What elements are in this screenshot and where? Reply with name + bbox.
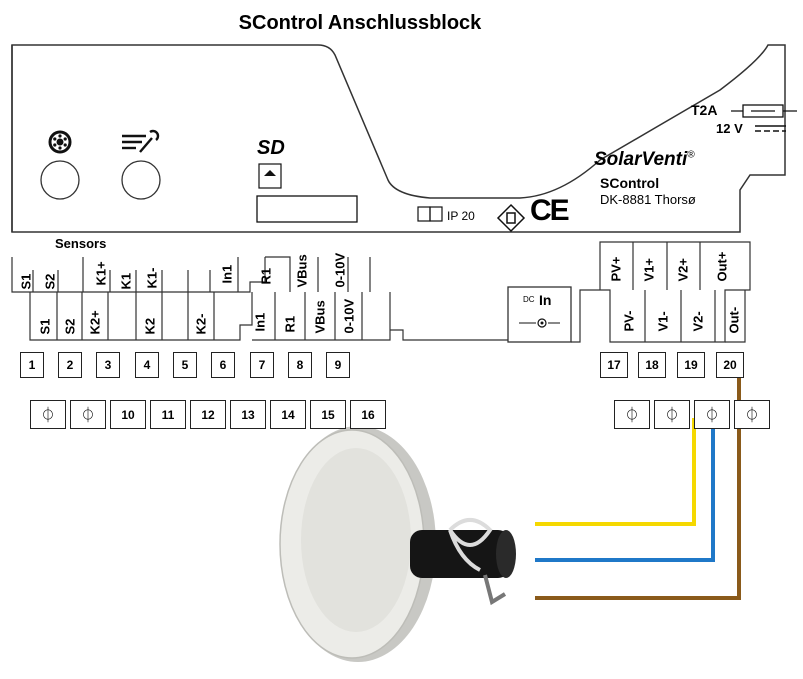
terminal: 13 (230, 400, 266, 429)
gear-icon (48, 130, 72, 154)
manual-icon (417, 206, 443, 222)
dc-prefix: DC (523, 295, 535, 304)
brand-address: DK-8881 Thorsø (600, 192, 696, 207)
lower-label-vbus: VBus (312, 300, 328, 334)
upper-label-vbus: VBus (294, 254, 310, 288)
upper-label-r1: R1 (258, 267, 274, 285)
terminal: 9 (326, 352, 350, 378)
terminal: 4 (135, 352, 159, 378)
upper-label-0-10v: 0-10V (332, 252, 348, 288)
terminal: 8 (288, 352, 312, 378)
terminal: 19 (677, 352, 705, 378)
upper-label-s2: S2 (42, 273, 58, 290)
terminal: 18 (638, 352, 666, 378)
sd-label: SD (257, 137, 285, 159)
terminal: 12 (190, 400, 226, 429)
vent-cable-coil (448, 518, 493, 572)
sd-card-icon (258, 163, 282, 189)
right-lower-v2-minus: V2- (690, 311, 706, 332)
lower-label-s1: S1 (37, 318, 53, 335)
terminal: 2 (58, 352, 82, 378)
right-upper-v1-plus: V1+ (641, 258, 657, 282)
upper-label-k1minus: K1- (144, 267, 160, 289)
yellow-wire (535, 418, 696, 526)
fuse-voltage: 12 V (716, 121, 743, 136)
right-lower-out-minus: Out- (726, 306, 742, 334)
terminal: 3 (96, 352, 120, 378)
lower-label-in1: In1 (252, 312, 268, 332)
fuse-label: T2A (691, 102, 718, 118)
terminal-ground: ⏀ (614, 400, 650, 429)
right-upper-out-plus: Out+ (714, 251, 730, 282)
brand-name: SolarVenti® (594, 149, 695, 170)
diagram-title: SControl Anschlussblock (238, 12, 482, 34)
lower-label-k2: K2 (142, 317, 158, 335)
terminal: 17 (600, 352, 628, 378)
upper-label-s1: S1 (18, 273, 34, 290)
lower-label-r1: R1 (282, 315, 298, 333)
right-upper-pv-plus: PV+ (608, 256, 624, 282)
brand-model: SControl (600, 175, 660, 191)
lower-label-k2minus: K2- (193, 313, 209, 335)
terminal: 5 (173, 352, 197, 378)
terminal: 20 (716, 352, 744, 378)
upper-label-k1plus: K1+ (93, 261, 109, 286)
terminal-ground: ⏀ (694, 400, 730, 429)
dc-in-label: In (539, 292, 552, 308)
terminal-ground: ⏀ (70, 400, 106, 429)
right-button (121, 160, 161, 200)
terminal-ground: ⏀ (734, 400, 770, 429)
lower-label-s2: S2 (62, 318, 78, 335)
right-lower-v1-minus: V1- (655, 311, 671, 332)
terminal: 7 (250, 352, 274, 378)
right-upper-v2-plus: V2+ (675, 258, 691, 282)
lower-label-k2plus: K2+ (87, 310, 103, 335)
upper-label-k1: K1 (118, 272, 134, 290)
ip-rating: IP 20 (447, 209, 475, 223)
menu-settings-icon (122, 129, 160, 153)
terminal: 14 (270, 400, 306, 429)
blue-wire (535, 418, 715, 562)
lower-label-0-10v: 0-10V (341, 298, 357, 334)
terminal: 10 (110, 400, 146, 429)
terminal-ground: ⏀ (30, 400, 66, 429)
terminal-ground: ⏀ (654, 400, 690, 429)
brown-wire (535, 366, 741, 600)
terminal: 6 (211, 352, 235, 378)
terminal: 15 (310, 400, 346, 429)
ce-mark: CE (530, 194, 570, 227)
upper-label-in1: In1 (219, 264, 235, 284)
sd-slot (256, 195, 358, 223)
housing-outline (11, 44, 786, 233)
terminal: 1 (20, 352, 44, 378)
class-symbol-icon (496, 203, 526, 233)
terminal: 11 (150, 400, 186, 429)
dc-input-box (507, 286, 572, 343)
terminal: 16 (350, 400, 386, 429)
right-lower-pv-minus: PV- (621, 310, 637, 332)
left-button (40, 160, 80, 200)
sensors-label: Sensors (55, 236, 107, 251)
